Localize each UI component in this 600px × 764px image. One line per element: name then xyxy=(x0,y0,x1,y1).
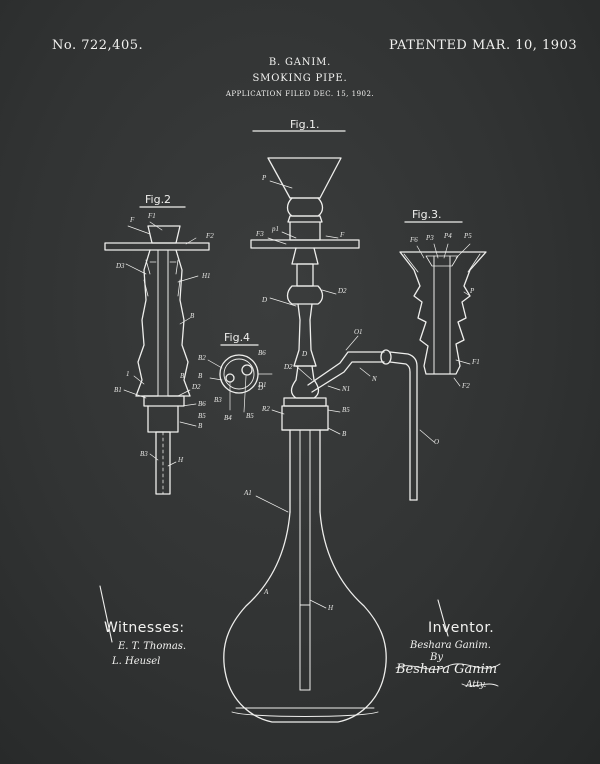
patent-title: SMOKING PIPE. xyxy=(252,73,348,84)
witness-name: L. Heusel xyxy=(112,656,161,667)
fig1-label: D1 xyxy=(258,381,267,389)
fig4-label: B2 xyxy=(198,354,206,362)
attorney-signature: Beshara Ganim xyxy=(396,662,498,677)
fig3-label: F6 xyxy=(410,236,418,244)
fig2-label: B xyxy=(198,422,203,430)
fig2-title: Fig.2 xyxy=(145,193,172,206)
fig4-label: B xyxy=(198,372,203,380)
fig1-label: R2 xyxy=(262,405,270,413)
fig4-label: D xyxy=(258,384,264,392)
inventor-heading: B. GANIM. xyxy=(268,57,332,68)
fig2-label: D2 xyxy=(192,383,201,391)
attorney-abbrev: Atty. xyxy=(466,680,487,690)
fig2-label: B3 xyxy=(140,450,148,458)
fig2-label: H1 xyxy=(202,272,211,280)
fig2-label: B5 xyxy=(198,412,206,420)
fig4-label: B3 xyxy=(214,396,222,404)
fig3-title: Fig.3. xyxy=(412,208,442,221)
fig4-label: B4 xyxy=(224,414,232,422)
fig1-title: Fig.1. xyxy=(290,118,320,131)
fig1-label: B5 xyxy=(342,406,350,414)
patent-date: PATENTED MAR. 10, 1903 xyxy=(389,38,578,53)
fig1-label: F3 xyxy=(256,230,264,238)
fig1-label: N xyxy=(372,375,377,383)
fig4-label: B5 xyxy=(246,412,254,420)
signature-strokes xyxy=(99,585,501,687)
fig1-label: B xyxy=(342,430,347,438)
fig1-label: D xyxy=(302,350,308,358)
fig4-label: B6 xyxy=(258,349,266,357)
fig1-label: A1 xyxy=(244,489,252,497)
fig1-label: D xyxy=(262,296,268,304)
patent-number: No. 722,405. xyxy=(52,38,144,53)
fig1-label: P xyxy=(262,174,267,182)
fig2-label: B1 xyxy=(114,386,122,394)
fig3-drawing xyxy=(399,221,487,375)
fig3-label: P4 xyxy=(444,232,452,240)
leader-lines xyxy=(123,180,471,609)
fig2-label: D3 xyxy=(116,262,125,270)
fig1-label: p1 xyxy=(272,225,279,233)
fig1-label: O xyxy=(434,438,440,446)
fig1-drawing xyxy=(223,130,418,723)
fig1-label: A xyxy=(264,588,269,596)
fig1-label: F xyxy=(340,231,345,239)
fig1-label: H xyxy=(328,604,334,612)
fig1-label: D2 xyxy=(338,287,347,295)
fig1-label: N1 xyxy=(342,385,351,393)
inventor-block-heading: Inventor. xyxy=(428,620,495,636)
fig4-title: Fig.4 xyxy=(224,331,251,344)
fig2-drawing xyxy=(104,206,210,495)
fig2-label: B6 xyxy=(198,400,206,408)
fig2-label: B xyxy=(190,312,195,320)
inventor-block-by: By xyxy=(430,652,443,663)
fig2-label: F2 xyxy=(206,232,214,240)
fig1-label: O1 xyxy=(354,328,363,336)
fig3-label: P3 xyxy=(426,234,434,242)
fig1-label: D2 xyxy=(284,363,293,371)
fig3-label: F1 xyxy=(472,358,480,366)
fig3-label: P xyxy=(470,287,475,295)
fig2-label: H xyxy=(178,456,184,464)
filing-date: APPLICATION FILED DEC. 15, 1902. xyxy=(225,90,375,98)
witness-name: E. T. Thomas. xyxy=(118,641,187,652)
fig3-label: F2 xyxy=(462,382,470,390)
fig2-label: F xyxy=(130,216,135,224)
inventor-block-name: Beshara Ganim. xyxy=(410,640,491,651)
fig3-label: P5 xyxy=(464,232,472,240)
fig2-label: B xyxy=(180,372,185,380)
fig2-label: F1 xyxy=(148,212,156,220)
witnesses-heading: Witnesses: xyxy=(104,620,185,636)
fig2-label: 1 xyxy=(126,370,130,378)
